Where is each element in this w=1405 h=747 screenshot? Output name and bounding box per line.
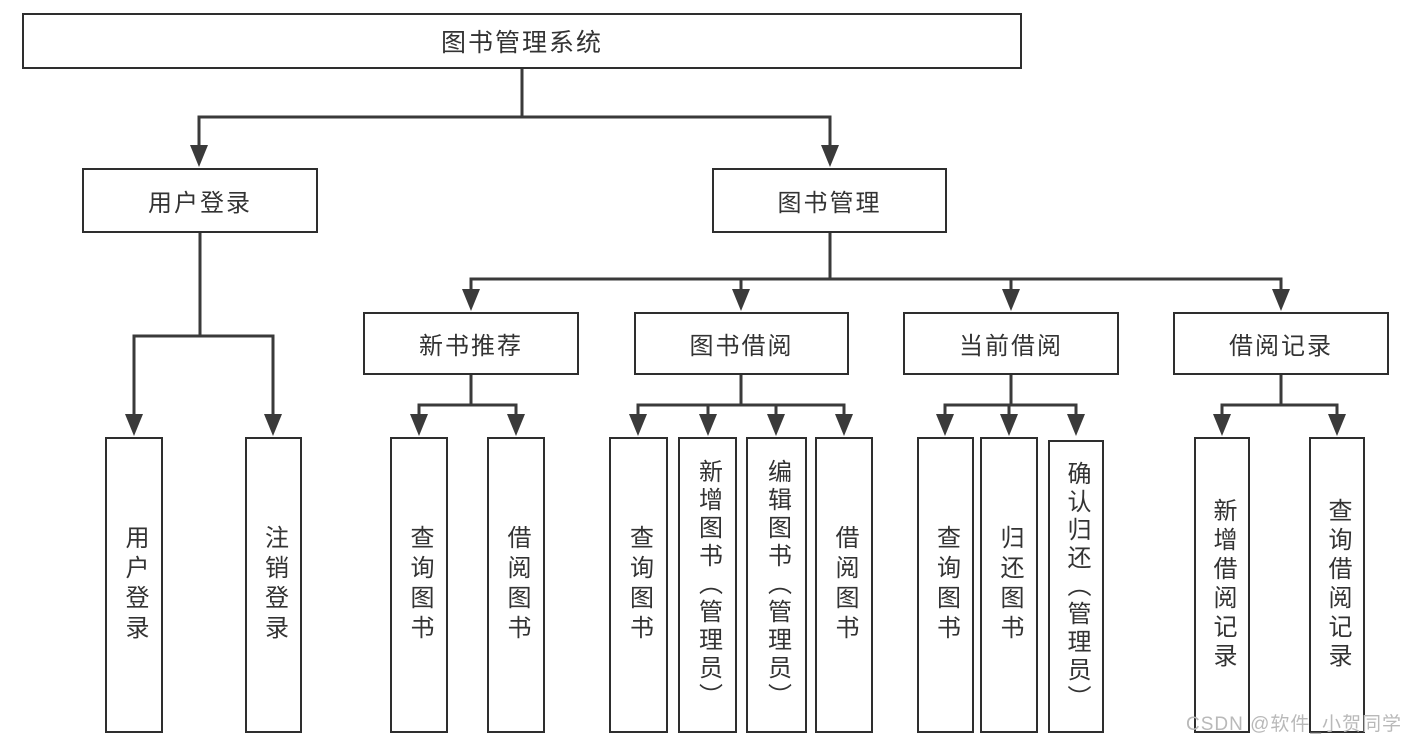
leaf-confirm-return-admin: 确认归还（管理员） bbox=[1048, 440, 1104, 733]
node-new-book-recommendation: 新书推荐 bbox=[363, 312, 579, 375]
node-book-borrowing: 图书借阅 bbox=[634, 312, 849, 375]
leaf-add-books-admin: 新增图书（管理员） bbox=[678, 437, 737, 733]
watermark: CSDN @软件_小贺同学 bbox=[1186, 714, 1402, 735]
node-book-management: 图书管理 bbox=[712, 168, 947, 233]
node-user-login: 用户登录 bbox=[82, 168, 318, 233]
leaf-query-books-recommend: 查询图书 bbox=[390, 437, 448, 733]
node-library-management-system: 图书管理系统 bbox=[22, 13, 1022, 69]
leaf-borrow-books: 借阅图书 bbox=[815, 437, 873, 733]
leaf-borrow-books-recommend: 借阅图书 bbox=[487, 437, 545, 733]
leaf-user-login: 用户登录 bbox=[105, 437, 163, 733]
leaf-logout: 注销登录 bbox=[245, 437, 302, 733]
node-borrowing-records: 借阅记录 bbox=[1173, 312, 1389, 375]
leaf-return-books: 归还图书 bbox=[980, 437, 1038, 733]
leaf-add-borrow-record: 新增借阅记录 bbox=[1194, 437, 1250, 733]
leaf-query-borrow-record: 查询借阅记录 bbox=[1309, 437, 1365, 733]
leaf-query-books-borrow: 查询图书 bbox=[609, 437, 668, 733]
leaf-query-books-current: 查询图书 bbox=[917, 437, 974, 733]
leaf-edit-books-admin: 编辑图书（管理员） bbox=[746, 437, 807, 733]
node-current-borrowing: 当前借阅 bbox=[903, 312, 1119, 375]
